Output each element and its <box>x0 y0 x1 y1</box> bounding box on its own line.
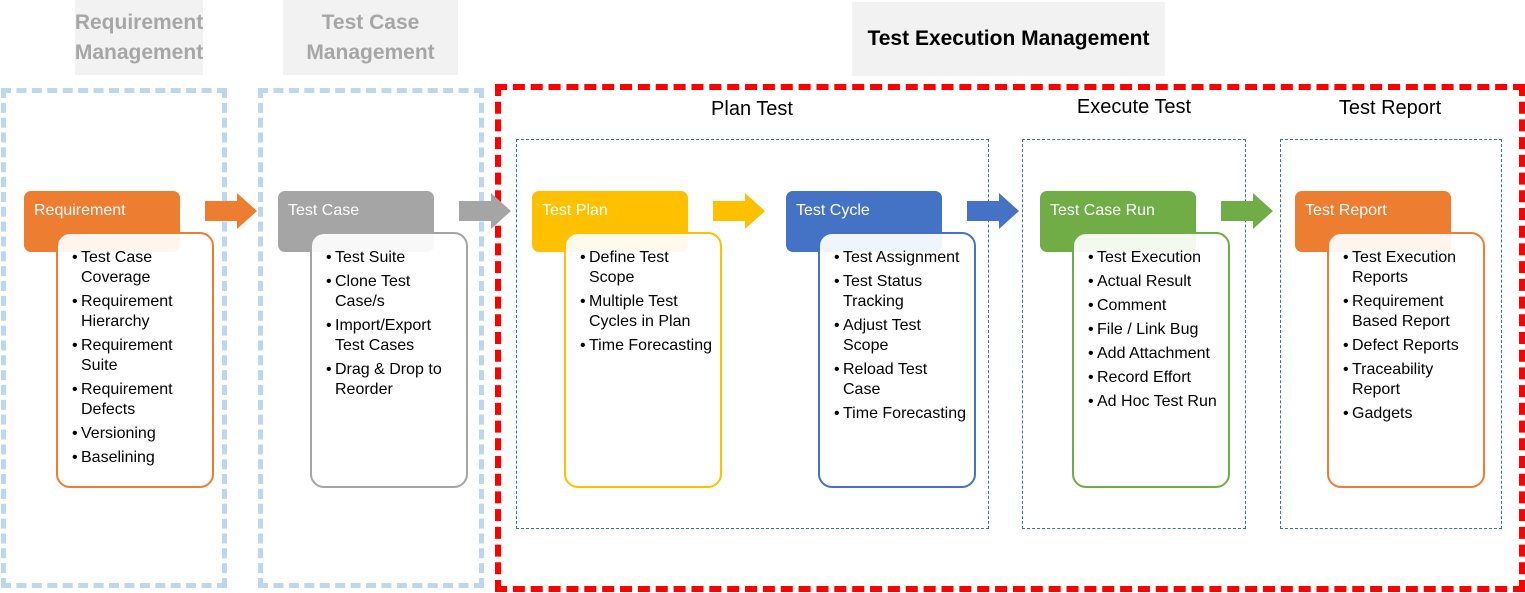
requirement-management-header: Requirement Management <box>75 0 203 75</box>
test-case-management-group <box>258 88 484 588</box>
feature-item: Clone Test Case/s <box>326 272 460 312</box>
feature-item: Test Suite <box>326 248 460 268</box>
feature-item: Multiple Test Cycles in Plan <box>580 292 714 332</box>
flow-arrow-icon <box>713 193 765 229</box>
feature-item: Requirement Suite <box>72 336 206 376</box>
test-report-group <box>1280 139 1502 529</box>
flow-arrow-icon <box>459 193 511 229</box>
feature-item: Test Case Coverage <box>72 248 206 288</box>
flow-arrow-icon <box>1221 193 1273 229</box>
test-case-management-header: Test Case Management <box>283 0 458 75</box>
requirement-feature-list: Test Case CoverageRequirement HierarchyR… <box>56 232 214 488</box>
feature-item: Test Assignment <box>834 248 968 268</box>
feature-item: Define Test Scope <box>580 248 714 288</box>
feature-item: Reload Test Case <box>834 360 968 400</box>
feature-item: Defect Reports <box>1343 336 1477 356</box>
feature-item: Gadgets <box>1343 404 1477 424</box>
feature-item: Import/Export Test Cases <box>326 316 460 356</box>
test-case-feature-list: Test SuiteClone Test Case/sImport/Export… <box>310 232 468 488</box>
feature-item: Drag & Drop to Reorder <box>326 360 460 400</box>
feature-item: Time Forecasting <box>834 404 968 424</box>
test-execution-management-header: Test Execution Management <box>852 2 1165 76</box>
feature-item: Comment <box>1088 296 1222 316</box>
feature-item: Test Execution <box>1088 248 1222 268</box>
test-execution-management-group <box>495 84 1525 592</box>
feature-item: Baselining <box>72 448 206 468</box>
feature-item: Time Forecasting <box>580 336 714 356</box>
feature-item: Actual Result <box>1088 272 1222 292</box>
test-report-label: Test Report <box>1338 97 1442 119</box>
feature-item: Requirement Defects <box>72 380 206 420</box>
feature-item: Traceability Report <box>1343 360 1477 400</box>
feature-item: Versioning <box>72 424 206 444</box>
plan-test-group <box>516 139 989 529</box>
feature-item: Ad Hoc Test Run <box>1088 392 1222 412</box>
execute-test-group <box>1022 139 1246 529</box>
requirement-management-group <box>1 88 227 588</box>
feature-item: Requirement Based Report <box>1343 292 1477 332</box>
feature-item: File / Link Bug <box>1088 320 1222 340</box>
feature-item: Requirement Hierarchy <box>72 292 206 332</box>
feature-item: Add Attachment <box>1088 344 1222 364</box>
feature-item: Test Execution Reports <box>1343 248 1477 288</box>
feature-item: Adjust Test Scope <box>834 316 968 356</box>
flow-arrow-icon <box>205 193 257 229</box>
feature-item: Record Effort <box>1088 368 1222 388</box>
test-report-feature-list: Test Execution ReportsRequirement Based … <box>1327 232 1485 488</box>
test-plan-feature-list: Define Test ScopeMultiple Test Cycles in… <box>564 232 722 488</box>
feature-item: Test Status Tracking <box>834 272 968 312</box>
plan-test-label: Plan Test <box>711 98 793 120</box>
test-cycle-feature-list: Test AssignmentTest Status TrackingAdjus… <box>818 232 976 488</box>
execute-test-label: Execute Test <box>1076 96 1192 118</box>
test-case-run-feature-list: Test ExecutionActual ResultCommentFile /… <box>1072 232 1230 488</box>
flow-arrow-icon <box>967 193 1019 229</box>
